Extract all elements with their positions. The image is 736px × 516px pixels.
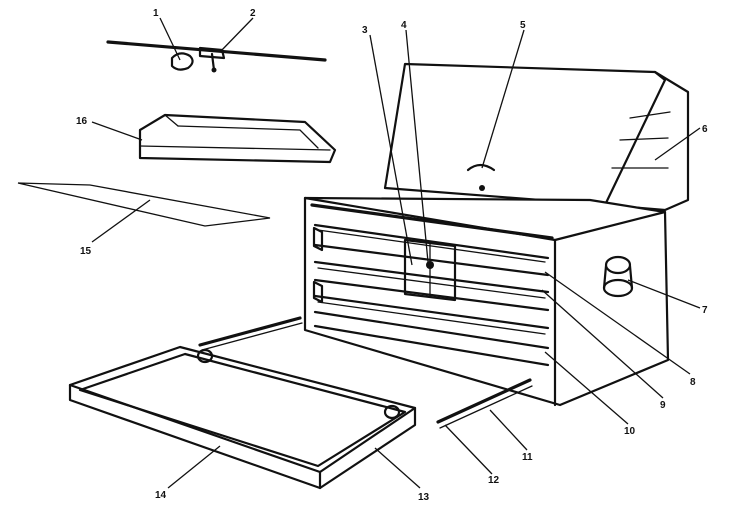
callout-15: 15 [80, 246, 92, 257]
callout-3: 3 [362, 25, 368, 36]
handle-rod-part [106, 40, 327, 73]
callout-14: 14 [155, 490, 167, 501]
callout-11: 11 [522, 452, 533, 463]
drawer-part [68, 345, 417, 490]
callout-13: 13 [418, 492, 430, 503]
callout-labels: 1 2 3 4 5 6 7 8 9 10 11 12 13 14 15 16 [76, 8, 708, 503]
callout-6: 6 [702, 124, 708, 135]
callout-9: 9 [660, 400, 666, 411]
top-tray-part [138, 113, 337, 164]
callout-5: 5 [520, 20, 526, 31]
liner-sheet-part [17, 182, 271, 227]
callout-7: 7 [702, 305, 708, 316]
callout-16: 16 [76, 116, 88, 127]
callout-4: 4 [401, 20, 407, 31]
callout-2: 2 [250, 8, 256, 19]
callout-12: 12 [488, 475, 500, 486]
drawer-slide-part [436, 378, 533, 429]
callout-8: 8 [690, 377, 696, 388]
chest-lid-part [383, 62, 690, 212]
drawer-slide-left-part [198, 316, 303, 351]
leader-lines [91, 17, 701, 489]
callout-1: 1 [153, 8, 159, 19]
chest-body-part [303, 196, 670, 407]
callout-10: 10 [624, 426, 636, 437]
